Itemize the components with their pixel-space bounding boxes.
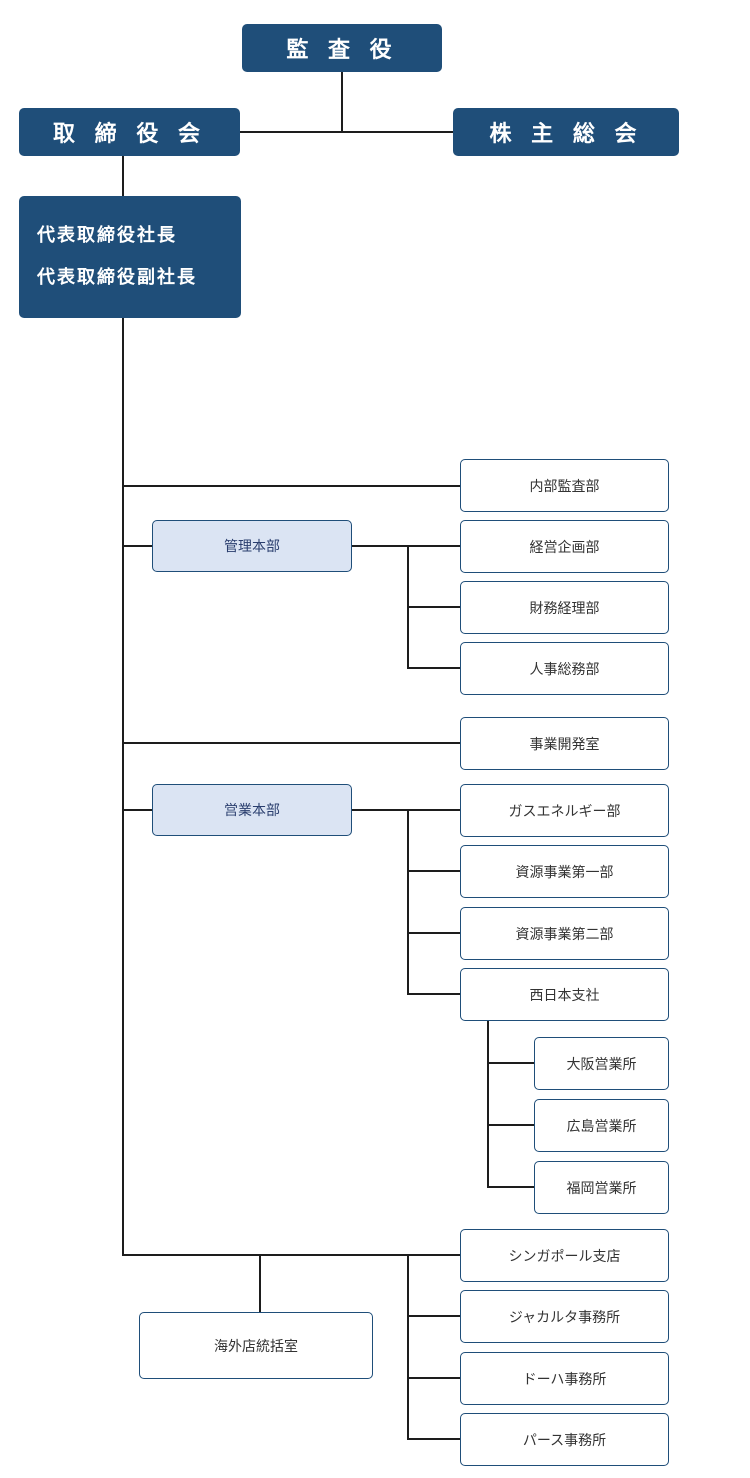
resources-2-box: 資源事業第二部	[460, 907, 669, 960]
fukuoka-office-box: 福岡営業所	[534, 1161, 669, 1214]
connector-line	[487, 1062, 535, 1064]
resources-1-label: 資源事業第一部	[515, 864, 614, 881]
connector-line	[407, 1377, 461, 1379]
business-dev-label: 事業開発室	[529, 736, 600, 753]
shareholders-box: 株 主 総 会	[453, 108, 679, 156]
perth-office-label: パース事務所	[522, 1432, 607, 1449]
connector-line	[487, 1186, 535, 1188]
vice-president-label: 代表取締役副社長	[37, 267, 197, 288]
connector-line	[407, 1315, 461, 1317]
finance-box: 財務経理部	[460, 581, 669, 634]
auditor-label: 監 査 役	[286, 38, 398, 63]
corporate-planning-label: 経営企画部	[529, 539, 600, 556]
gas-energy-label: ガスエネルギー部	[508, 803, 621, 820]
singapore-branch-label: シンガポール支店	[508, 1248, 621, 1265]
jakarta-office-label: ジャカルタ事務所	[508, 1309, 621, 1326]
connector-line	[259, 1254, 261, 1313]
connector-line	[487, 1124, 535, 1126]
connector-line	[122, 485, 461, 487]
sales-hq-box: 営業本部	[152, 784, 352, 836]
doha-office-label: ドーハ事務所	[522, 1371, 607, 1388]
connector-line	[407, 932, 461, 934]
internal-audit-label: 内部監査部	[529, 478, 600, 495]
executives-box: 代表取締役社長 代表取締役副社長	[19, 196, 241, 318]
connector-line	[122, 1254, 461, 1256]
corporate-planning-box: 経営企画部	[460, 520, 669, 573]
hr-general-affairs-label: 人事総務部	[529, 661, 600, 678]
perth-office-box: パース事務所	[460, 1413, 669, 1466]
west-japan-label: 西日本支社	[529, 987, 600, 1004]
connector-line	[407, 870, 461, 872]
hr-general-affairs-box: 人事総務部	[460, 642, 669, 695]
connector-line	[122, 545, 153, 547]
connector-line	[407, 1254, 409, 1439]
board-label: 取 締 役 会	[53, 122, 206, 147]
shareholders-label: 株 主 総 会	[489, 122, 643, 147]
president-label: 代表取締役社長	[37, 225, 177, 246]
connector-line	[122, 809, 153, 811]
admin-hq-label: 管理本部	[224, 539, 280, 555]
board-box: 取 締 役 会	[19, 108, 240, 156]
jakarta-office-box: ジャカルタ事務所	[460, 1290, 669, 1343]
overseas-hq-label: 海外店統括室	[214, 1338, 298, 1355]
connector-line	[407, 667, 461, 669]
doha-office-box: ドーハ事務所	[460, 1352, 669, 1405]
resources-1-box: 資源事業第一部	[460, 845, 669, 898]
connector-line	[407, 1438, 461, 1440]
connector-line	[487, 1020, 489, 1188]
internal-audit-box: 内部監査部	[460, 459, 669, 512]
west-japan-box: 西日本支社	[460, 968, 669, 1021]
connector-line	[122, 318, 124, 1256]
singapore-branch-box: シンガポール支店	[460, 1229, 669, 1282]
osaka-office-box: 大阪営業所	[534, 1037, 669, 1090]
connector-line	[407, 993, 461, 995]
connector-line	[407, 809, 409, 995]
connector-line	[122, 742, 461, 744]
connector-line	[240, 131, 455, 133]
sales-hq-label: 営業本部	[224, 803, 280, 819]
resources-2-label: 資源事業第二部	[515, 926, 614, 943]
overseas-hq-box: 海外店統括室	[139, 1312, 373, 1379]
connector-line	[352, 809, 461, 811]
admin-hq-box: 管理本部	[152, 520, 352, 572]
hiroshima-office-label: 広島営業所	[566, 1118, 637, 1135]
auditor-box: 監 査 役	[242, 24, 442, 72]
osaka-office-label: 大阪営業所	[566, 1056, 637, 1073]
connector-line	[407, 606, 461, 608]
business-dev-box: 事業開発室	[460, 717, 669, 770]
hiroshima-office-box: 広島営業所	[534, 1099, 669, 1152]
connector-line	[341, 72, 343, 132]
finance-label: 財務経理部	[529, 600, 600, 617]
connector-line	[352, 545, 461, 547]
gas-energy-box: ガスエネルギー部	[460, 784, 669, 837]
connector-line	[122, 156, 124, 196]
fukuoka-office-label: 福岡営業所	[566, 1180, 637, 1197]
